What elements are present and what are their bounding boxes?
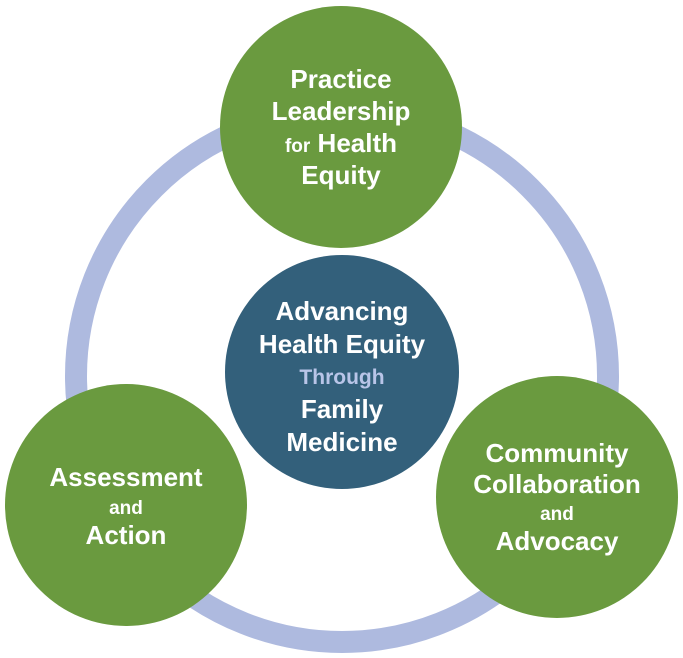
- node-text: Collaboration: [473, 469, 641, 499]
- node-center: Advancing Health Equity Through Family M…: [225, 255, 459, 489]
- node-text: for: [285, 136, 311, 157]
- node-text: Equity: [301, 160, 381, 190]
- node-text: Practice: [290, 64, 391, 94]
- node-text: and: [540, 504, 574, 525]
- node-practice-leadership: Practice Leadership for Health Equity: [220, 6, 462, 248]
- node-text: Action: [86, 520, 167, 550]
- center-text: Family: [301, 394, 384, 424]
- node-text: Leadership: [272, 96, 411, 126]
- node-text: Assessment: [49, 462, 203, 492]
- center-text-through: Through: [299, 366, 384, 389]
- node-text: Health: [318, 128, 397, 158]
- center-circle: [225, 255, 459, 489]
- node-community-collaboration: Community Collaboration and Advocacy: [436, 376, 678, 618]
- node-circle: [220, 6, 462, 248]
- node-assessment-action: Assessment and Action: [5, 384, 247, 626]
- center-text: Medicine: [286, 427, 397, 457]
- node-text: and: [109, 498, 143, 519]
- center-text: Advancing: [276, 296, 409, 326]
- node-text: Community: [486, 438, 630, 468]
- node-circle: [436, 376, 678, 618]
- node-circle: [5, 384, 247, 626]
- center-text: Health Equity: [259, 329, 426, 359]
- node-text: Advocacy: [496, 526, 619, 556]
- node-text: for Health: [285, 128, 397, 158]
